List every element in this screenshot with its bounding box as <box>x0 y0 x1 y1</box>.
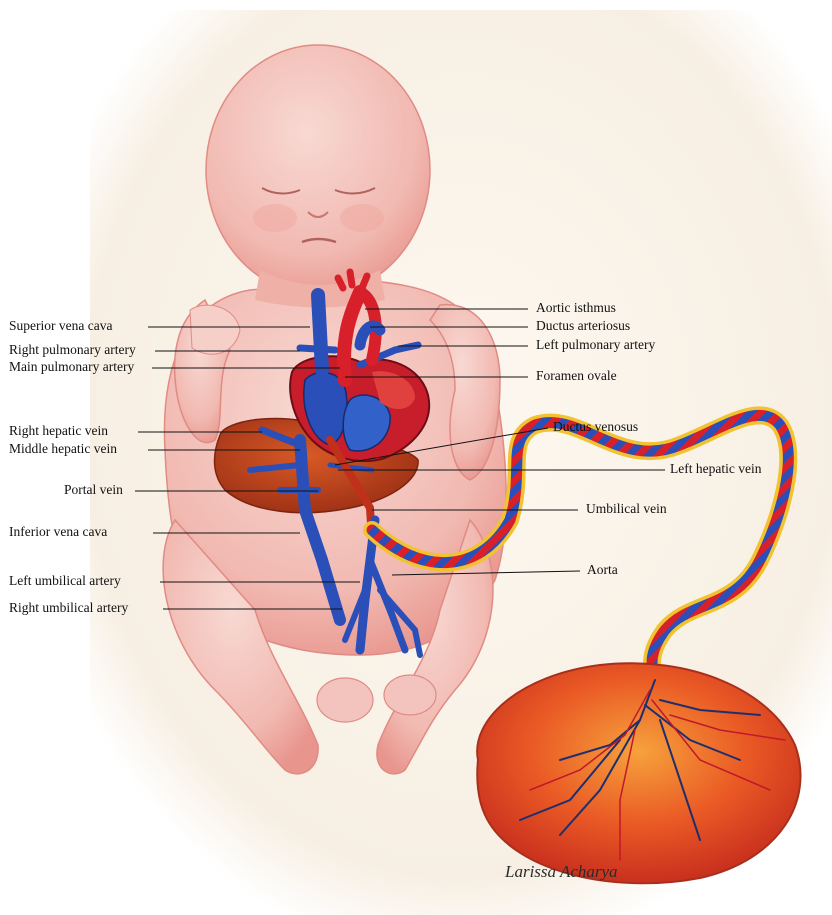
label-ductus-arteriosus: Ductus arteriosus <box>536 318 630 334</box>
left-foot <box>317 678 373 722</box>
label-inferior-vena-cava: Inferior vena cava <box>9 524 107 540</box>
label-right-umbilical-artery: Right umbilical artery <box>9 600 128 616</box>
label-left-umbilical-artery: Left umbilical artery <box>9 573 121 589</box>
label-foramen-ovale: Foramen ovale <box>536 368 617 384</box>
label-umbilical-vein: Umbilical vein <box>586 501 667 517</box>
label-superior-vena-cava: Superior vena cava <box>9 318 112 334</box>
artist-signature: Larissa Acharya <box>505 862 618 882</box>
label-right-pulmonary-artery: Right pulmonary artery <box>9 342 136 358</box>
right-foot <box>384 675 436 715</box>
head <box>206 45 430 295</box>
label-portal-vein: Portal vein <box>64 482 123 498</box>
label-right-hepatic-vein: Right hepatic vein <box>9 423 108 439</box>
label-main-pulmonary-artery: Main pulmonary artery <box>9 359 134 375</box>
label-left-hepatic-vein: Left hepatic vein <box>670 461 761 477</box>
label-left-pulmonary-artery: Left pulmonary artery <box>536 337 655 353</box>
placenta <box>477 663 800 883</box>
label-middle-hepatic-vein: Middle hepatic vein <box>9 441 117 457</box>
label-aortic-isthmus: Aortic isthmus <box>536 300 616 316</box>
label-aorta: Aorta <box>587 562 618 578</box>
label-ductus-venosus: Ductus venosus <box>553 419 638 435</box>
